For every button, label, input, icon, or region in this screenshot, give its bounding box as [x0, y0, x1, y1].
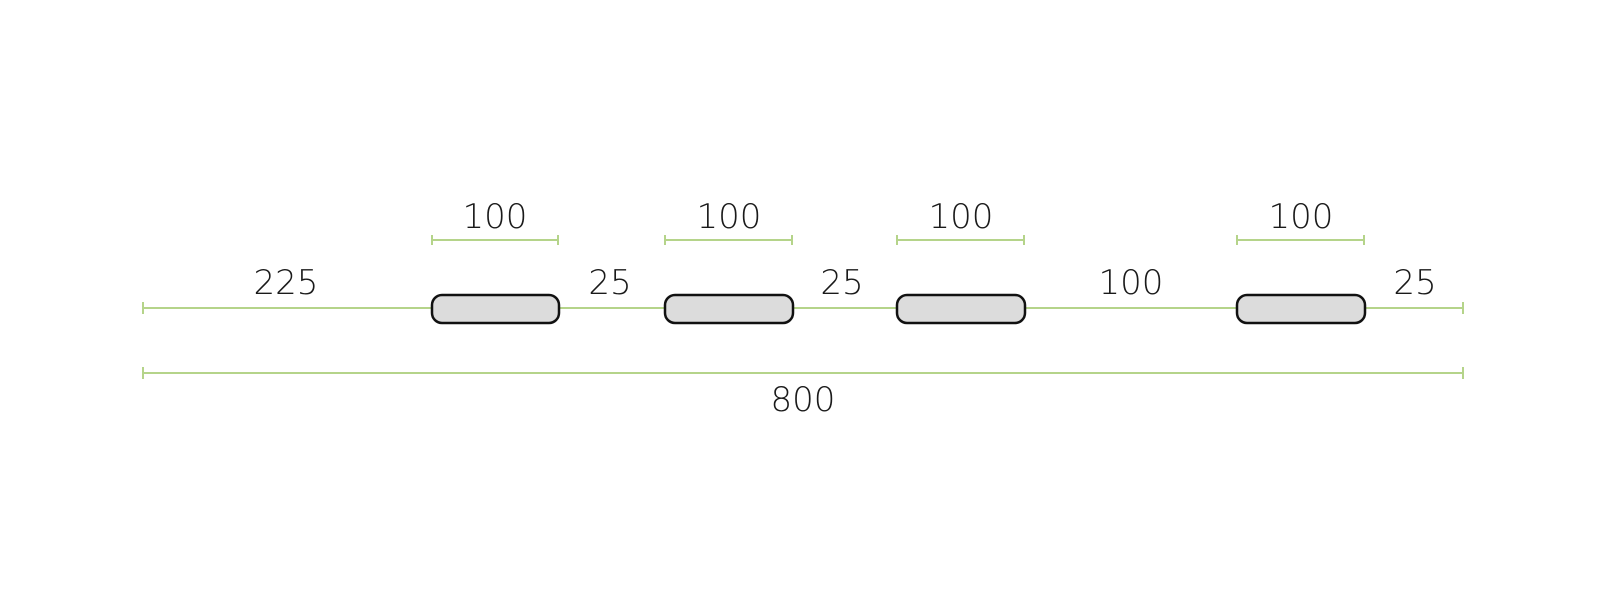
width-label-4: 100	[1269, 197, 1334, 237]
item-box-3	[895, 293, 1027, 325]
gap-label-2: 25	[588, 263, 631, 303]
item-box-4	[1235, 293, 1367, 325]
gap-label-1: 225	[254, 263, 319, 303]
gap-label-5: 25	[1393, 263, 1436, 303]
item-box-2	[663, 293, 795, 325]
total-width-label: 800	[771, 380, 836, 420]
gap-label-4: 100	[1099, 263, 1164, 303]
width-label-1: 100	[463, 197, 528, 237]
width-label-2: 100	[697, 197, 762, 237]
gap-label-3: 25	[820, 263, 863, 303]
item-box-1	[430, 293, 561, 325]
width-label-3: 100	[929, 197, 994, 237]
